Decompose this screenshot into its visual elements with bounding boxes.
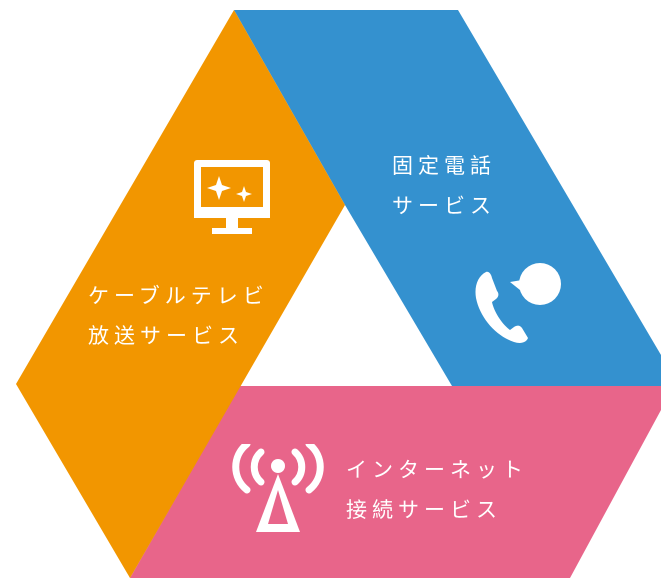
cable-tv-service-label-line2: 放送サービス — [88, 324, 244, 348]
internet-service-label-line1: インターネット — [346, 458, 528, 482]
phone-speech-bubble-icon — [475, 263, 561, 343]
phone-service-label-line1: 固定電話 — [392, 154, 496, 178]
phone-service-label-line2: サービス — [392, 194, 496, 218]
cable-tv-service-label: ケーブルテレビ 放送サービス — [88, 276, 269, 356]
phone-service-label: 固定電話 サービス — [392, 146, 496, 226]
internet-service-label-line2: 接続サービス — [346, 498, 502, 522]
antenna-broadcast-icon — [232, 444, 324, 532]
tv-monitor-sparkle-icon — [194, 160, 270, 234]
cable-tv-segment-band — [16, 10, 345, 578]
internet-service-label: インターネット 接続サービス — [346, 450, 528, 530]
cable-tv-service-label-line1: ケーブルテレビ — [88, 284, 269, 308]
